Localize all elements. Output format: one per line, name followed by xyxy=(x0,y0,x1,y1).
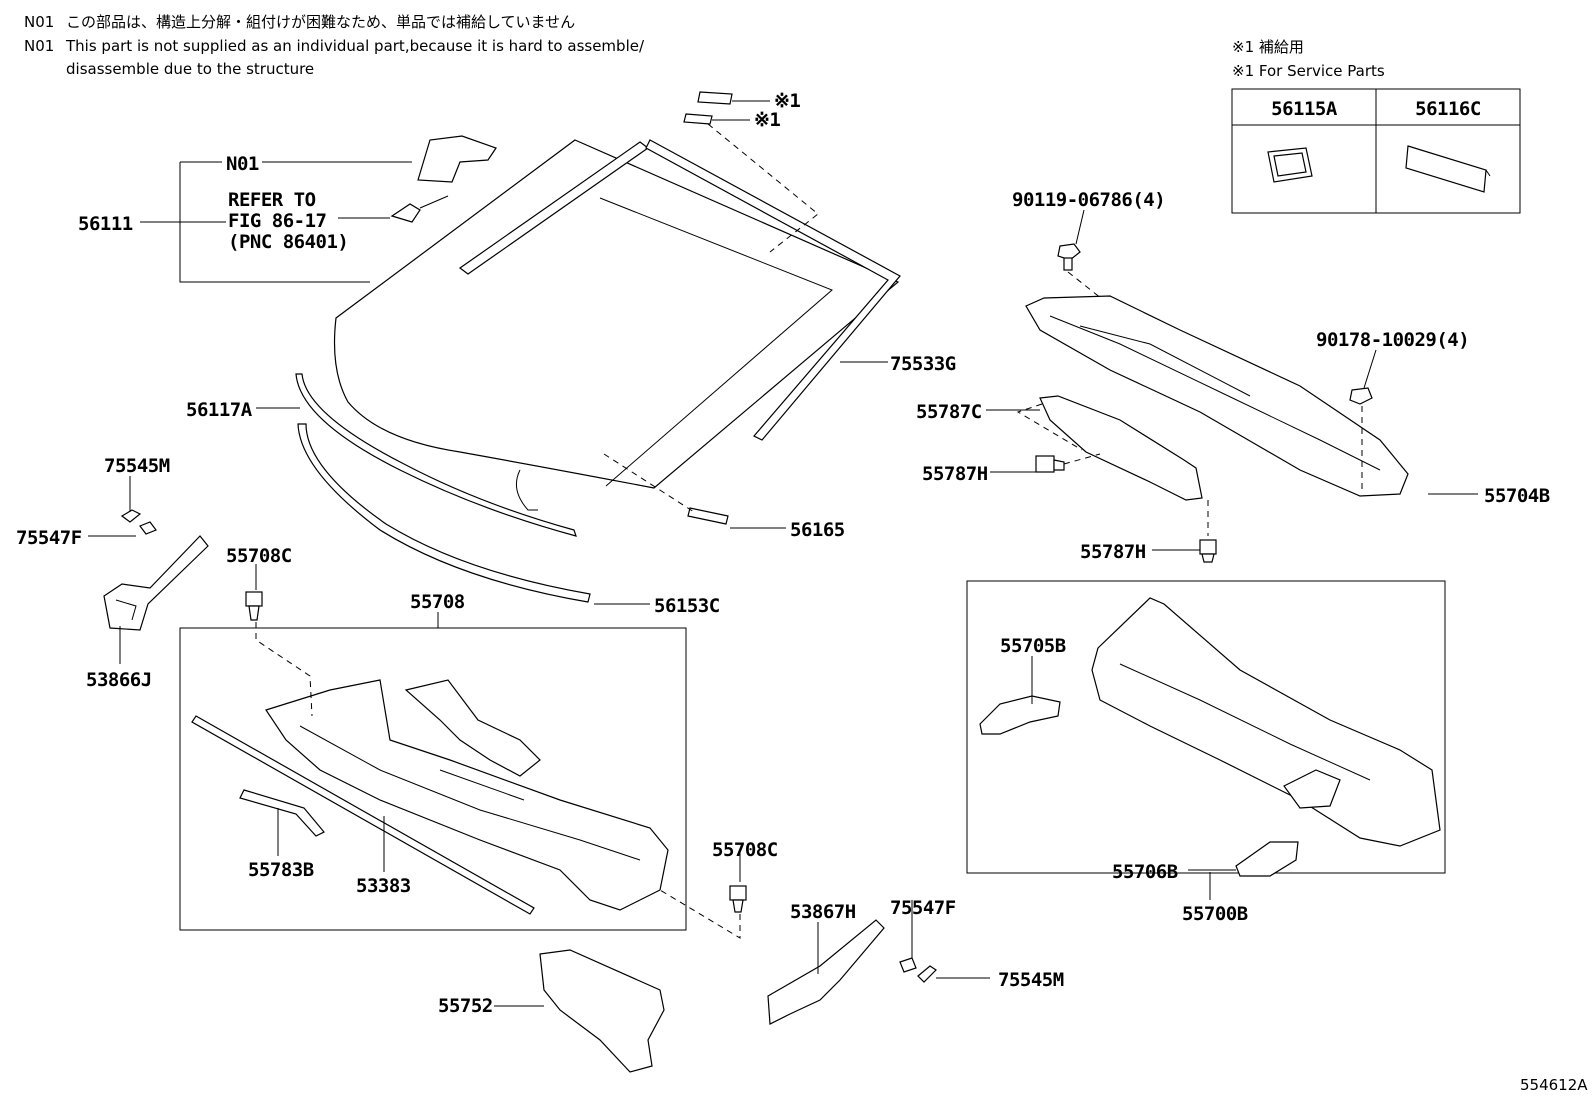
mark-service-2: ※1 xyxy=(754,109,780,131)
label-55708C-top: 55708C xyxy=(226,545,292,567)
cowl-side-left xyxy=(103,535,209,631)
service-col-56115A: 56115A xyxy=(1271,98,1338,120)
notes-block: N01 この部品は、構造上分解・組付けが困難なため、単品では補給していません N… xyxy=(24,13,645,78)
dash-55708C-right xyxy=(659,889,741,939)
label-90119: 90119-06786(4) xyxy=(1012,189,1165,211)
clip-75547F-left-icon xyxy=(139,521,157,535)
label-56165: 56165 xyxy=(790,519,845,541)
bracket-55783B xyxy=(239,789,325,837)
service-col-56116C: 56116C xyxy=(1415,98,1481,120)
label-refer-1: REFER TO xyxy=(228,189,316,211)
bolt-90119-icon xyxy=(1057,243,1081,271)
label-n01: N01 xyxy=(226,153,259,175)
note-jp: この部品は、構造上分解・組付けが困難なため、単品では補給していません xyxy=(66,13,575,31)
pad-56116C-icon xyxy=(1405,145,1491,193)
sensor-86401 xyxy=(390,203,421,223)
label-55787H-b: 55787H xyxy=(1080,541,1146,563)
label-75545M-left: 75545M xyxy=(104,455,170,477)
bracket-55787C xyxy=(1039,395,1203,501)
label-refer-3: (PNC 86401) xyxy=(228,231,348,253)
group-frame-55700B xyxy=(966,580,1446,874)
molding-75533G xyxy=(645,139,901,441)
leader-lines xyxy=(88,161,1478,1007)
clip-55787H-a-icon xyxy=(1035,455,1065,473)
clip-55708C-right-icon xyxy=(729,885,747,913)
clip-55787H-b-icon xyxy=(1199,539,1217,563)
label-refer-2: FIG 86-17 xyxy=(228,210,327,232)
bracket-55706B xyxy=(1235,841,1299,877)
label-55708: 55708 xyxy=(410,591,465,613)
label-75545M-right: 75545M xyxy=(998,969,1064,991)
label-75547F-right: 75547F xyxy=(890,897,956,919)
note-en-2: disassemble due to the structure xyxy=(66,60,314,78)
label-56153C: 56153C xyxy=(654,595,720,617)
windshield-glass xyxy=(333,135,901,511)
label-55704B: 55704B xyxy=(1484,485,1550,507)
part-labels: N01 REFER TO FIG 86-17 (PNC 86401) 56111… xyxy=(16,153,1550,1017)
note-code: N01 xyxy=(24,13,54,31)
label-55783B: 55783B xyxy=(248,859,314,881)
label-55706B: 55706B xyxy=(1112,861,1178,883)
label-55700B: 55700B xyxy=(1182,903,1248,925)
strip-56153C xyxy=(297,423,591,603)
label-75533G: 75533G xyxy=(890,353,956,375)
duct-55752 xyxy=(539,949,665,1073)
clip-55708C-top-icon xyxy=(245,591,263,621)
part-56165 xyxy=(687,507,729,525)
panel-55704B xyxy=(1025,295,1409,497)
cowl-side-53867H xyxy=(767,919,885,1025)
bracket-n01 xyxy=(417,135,497,183)
clip-75547F-right-icon xyxy=(899,957,917,973)
dash-55787C xyxy=(1016,403,1083,451)
drawing-number: 554612A xyxy=(1520,1076,1588,1094)
clip-75545M-right-icon xyxy=(917,965,937,983)
note-en-1: This part is not supplied as an individu… xyxy=(65,37,645,55)
label-53866J: 53866J xyxy=(86,669,152,691)
bracket-55705B xyxy=(979,695,1061,735)
mark-service-1: ※1 xyxy=(774,90,800,112)
cowl-louver-55708 xyxy=(265,679,669,911)
label-53383: 53383 xyxy=(356,875,411,897)
label-55787C: 55787C xyxy=(916,401,982,423)
cowl-panel-55700B xyxy=(1091,597,1441,847)
label-55752: 55752 xyxy=(438,995,493,1017)
label-56111: 56111 xyxy=(78,213,133,235)
dash-55708C-top xyxy=(255,622,313,717)
seal-53383 xyxy=(191,715,535,915)
service-parts-box: ※1 補給用 ※1 For Service Parts 56115A 56116… xyxy=(1231,38,1521,214)
note-code: N01 xyxy=(24,37,54,55)
label-55787H-a: 55787H xyxy=(922,463,988,485)
clip-56115A-icon xyxy=(1267,147,1313,183)
service-legend-en: ※1 For Service Parts xyxy=(1232,62,1385,80)
label-90178: 90178-10029(4) xyxy=(1316,329,1469,351)
strip-56117A xyxy=(295,373,577,537)
group-frame-55708 xyxy=(179,627,687,931)
label-56117A: 56117A xyxy=(186,399,253,421)
service-parts-glass: ※1 ※1 xyxy=(683,90,819,253)
label-75547F-left: 75547F xyxy=(16,527,82,549)
clip-75545M-left-icon xyxy=(120,509,142,523)
label-55708C-right: 55708C xyxy=(712,839,778,861)
label-53867H: 53867H xyxy=(790,901,856,923)
nut-90178-icon xyxy=(1349,387,1373,405)
label-55705B: 55705B xyxy=(1000,635,1066,657)
service-legend-jp: ※1 補給用 xyxy=(1232,38,1304,56)
